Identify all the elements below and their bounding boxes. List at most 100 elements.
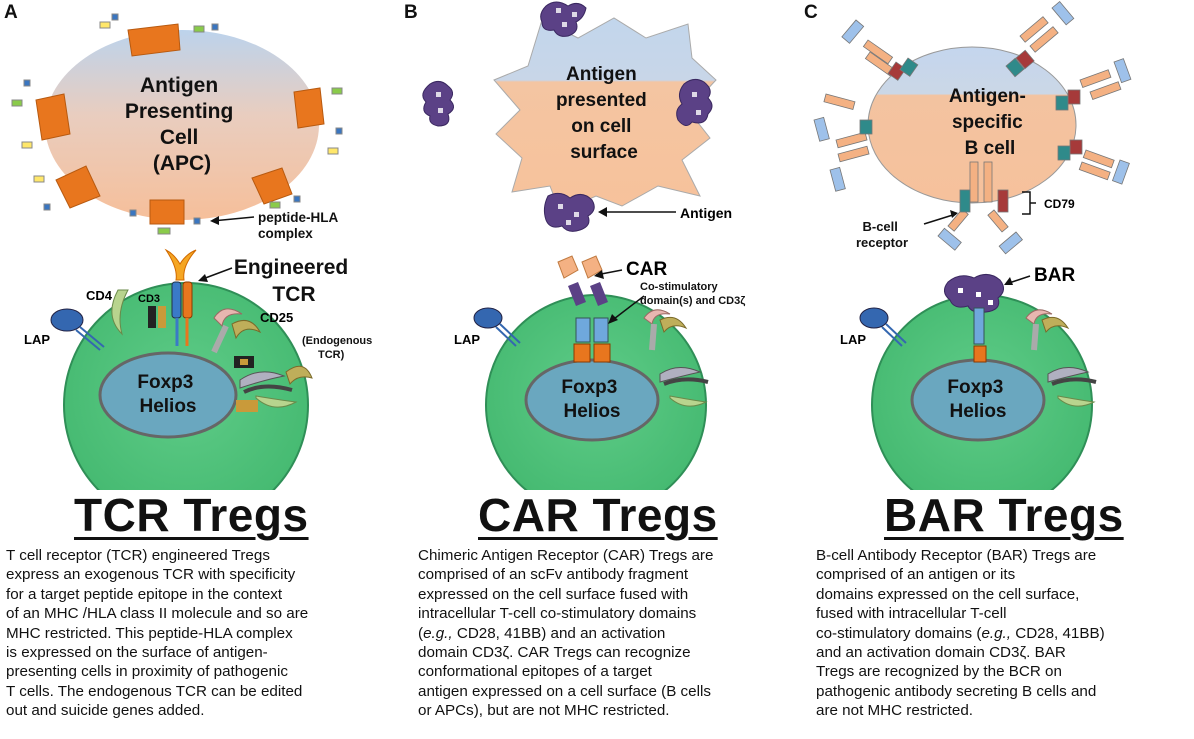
description-line: out and suicide genes added. xyxy=(6,702,205,720)
cd79-label: CD79 xyxy=(1044,197,1075,211)
car-tregs-description: Chimeric Antigen Receptor (CAR) Tregs ar… xyxy=(418,546,808,721)
car-label: CAR xyxy=(626,259,667,280)
description-line: conformational epitopes of a target xyxy=(418,663,652,681)
panel-letter: C xyxy=(804,2,818,23)
description-line: comprised of an antigen or its xyxy=(816,566,1016,584)
description-line: express an exogenous TCR with specificit… xyxy=(6,566,296,584)
svg-text:B-cell receptor: B-cell receptor xyxy=(856,219,908,250)
nucleus-label-2: Helios xyxy=(563,401,620,422)
nucleus-label-1: Foxp3 xyxy=(561,377,617,398)
cell-label-3: on cell xyxy=(571,116,631,137)
nucleus-label-1: Foxp3 xyxy=(947,377,1003,398)
hla-molecules xyxy=(35,23,325,225)
nucleus-label-2: Helios xyxy=(139,396,196,417)
lap-label: LAP xyxy=(24,332,50,347)
tcr-treg-diagram: Antigen Presenting Cell (APC) peptide-HL… xyxy=(11,13,375,490)
description-italic: e.g., xyxy=(423,624,453,642)
svg-text:Antigen presented: Antigen presented on cell surface xyxy=(556,64,652,163)
panel-bar-tregs: C xyxy=(800,0,1194,739)
svg-text:Foxp3 Helios: Foxp3 Helios xyxy=(137,372,198,417)
description-line: or APCs), but are not MHC restricted. xyxy=(418,702,670,720)
car-treg-diagram: Antigen presented on cell surface Antige… xyxy=(422,1,745,490)
lap-label: LAP xyxy=(840,332,866,347)
description-line: is expressed on the surface of antigen- xyxy=(6,644,268,662)
cell-label-4: surface xyxy=(570,142,638,163)
description-line: T cells. The endogenous TCR can be edite… xyxy=(6,682,303,700)
costim-label-2: domain(s) and CD3ζ xyxy=(640,295,745,307)
description-line: Tregs are recognized by the BCR on xyxy=(816,663,1062,681)
apc-label-4: (APC) xyxy=(153,152,211,175)
description-line: T cell receptor (TCR) engineered Tregs xyxy=(6,547,270,564)
description-line: comprised of an scFv antibody fragment xyxy=(418,566,689,584)
b-cell-label-3: B cell xyxy=(965,138,1016,159)
panel-letter: B xyxy=(404,2,418,23)
description-text: co-stimulatory domains ( xyxy=(816,624,982,642)
b-cell-label-1: Antigen- xyxy=(949,86,1026,107)
description-line: domain CD3ζ. CAR Tregs can recognize xyxy=(418,644,691,662)
endogenous-label-2: TCR) xyxy=(318,349,345,361)
car-tregs-title: CAR Tregs xyxy=(478,489,718,541)
svg-text:Antigen- specific: Antigen- specific B cell xyxy=(949,86,1031,159)
apc-label-2: Presenting xyxy=(125,100,234,123)
nucleus xyxy=(98,351,238,439)
svg-text:Antigen Presenting: Antigen Presenting Cell (APC) xyxy=(125,74,239,175)
description-line: antigen expressed on a cell surface (B c… xyxy=(418,682,711,700)
cd4 xyxy=(111,289,129,336)
bcr-label-1: B-cell xyxy=(862,219,897,234)
peptides xyxy=(11,13,343,235)
description-italic: e.g., xyxy=(981,624,1011,642)
panel-car-tregs: B Antigen presented on cell surface Anti… xyxy=(400,0,800,739)
description-text: ( xyxy=(418,624,424,642)
description-line: of an MHC /HLA class II molecule and so … xyxy=(6,605,309,623)
cd4-label: CD4 xyxy=(86,288,113,303)
antigen-presenting-cell xyxy=(45,30,319,220)
nucleus-label-1: Foxp3 xyxy=(137,372,193,393)
svg-text:Co-stimulatory domain(s): Co-stimulatory domain(s) and CD3ζ xyxy=(640,281,745,307)
description-line: are not MHC restricted. xyxy=(816,702,973,720)
svg-text:Foxp3 Helios: Foxp3 Helios xyxy=(561,377,622,422)
svg-text:peptide-HLA complex: peptide-HLA complex xyxy=(258,210,342,241)
description-line: expressed on the cell surface fused with xyxy=(418,585,689,603)
antigen-proteins xyxy=(422,1,713,232)
description-line: presenting cells in proximity of pathoge… xyxy=(6,663,288,681)
peptide-hla-label-1: peptide-HLA xyxy=(258,210,338,225)
endogenous-tcr xyxy=(234,356,313,412)
panel-letter: A xyxy=(4,2,18,23)
lap-molecule xyxy=(473,307,503,329)
nucleus xyxy=(524,358,660,442)
tcr-tregs-description: T cell receptor (TCR) engineered Tregs e… xyxy=(6,546,396,721)
antigen-label: Antigen xyxy=(680,205,732,221)
nucleus-label-2: Helios xyxy=(949,401,1006,422)
description-line: pathogenic antibody secreting B cells an… xyxy=(816,682,1097,700)
bar-tregs-description: B-cell Antibody Receptor (BAR) Tregs are… xyxy=(816,546,1194,721)
cd3-label: CD3 xyxy=(138,293,160,305)
lap-molecule xyxy=(859,307,889,329)
b-cell-label-2: specific xyxy=(952,112,1023,133)
description-line: and an activation domain CD3ζ. BAR xyxy=(816,644,1066,662)
costim-label-1: Co-stimulatory xyxy=(640,281,719,293)
svg-text:Engineered TCR: Engineered TCR xyxy=(234,256,354,306)
svg-text:(Endogenous TCR): (Endogenous TCR) xyxy=(302,335,375,361)
antigen-presenting-surface xyxy=(493,17,717,213)
bar-tregs-title: BAR Tregs xyxy=(884,489,1124,541)
peptide-hla-label-2: complex xyxy=(258,226,313,241)
endogenous-label-1: (Endogenous xyxy=(302,335,372,347)
description-line: B-cell Antibody Receptor (BAR) Tregs are xyxy=(816,547,1097,564)
description-text: CD28, 41BB) xyxy=(1011,624,1105,642)
description-line: fused with intracellular T-cell xyxy=(816,605,1007,623)
bar-label: BAR xyxy=(1034,265,1075,286)
description-line: intracellular T-cell co-stimulatory doma… xyxy=(418,605,697,623)
bar-receptor xyxy=(944,274,1004,363)
bar-treg-diagram: Antigen- specific B cell CD79 B-cell rec… xyxy=(813,1,1132,490)
description-line: Chimeric Antigen Receptor (CAR) Tregs ar… xyxy=(418,547,714,564)
panel-tcr-tregs: A xyxy=(0,0,400,739)
engineered-label-1: Engineered xyxy=(234,256,348,279)
nucleus xyxy=(910,358,1046,442)
apc-label-3: Cell xyxy=(160,126,199,149)
apc-label-1: Antigen xyxy=(140,74,218,97)
description-text: CD28, 41BB) and an activation xyxy=(452,624,666,642)
lap-label: LAP xyxy=(454,332,480,347)
description-line: MHC restricted. This peptide-HLA complex xyxy=(6,624,293,642)
lap-molecule xyxy=(50,308,84,332)
tcr-tregs-title: TCR Tregs xyxy=(74,489,309,541)
